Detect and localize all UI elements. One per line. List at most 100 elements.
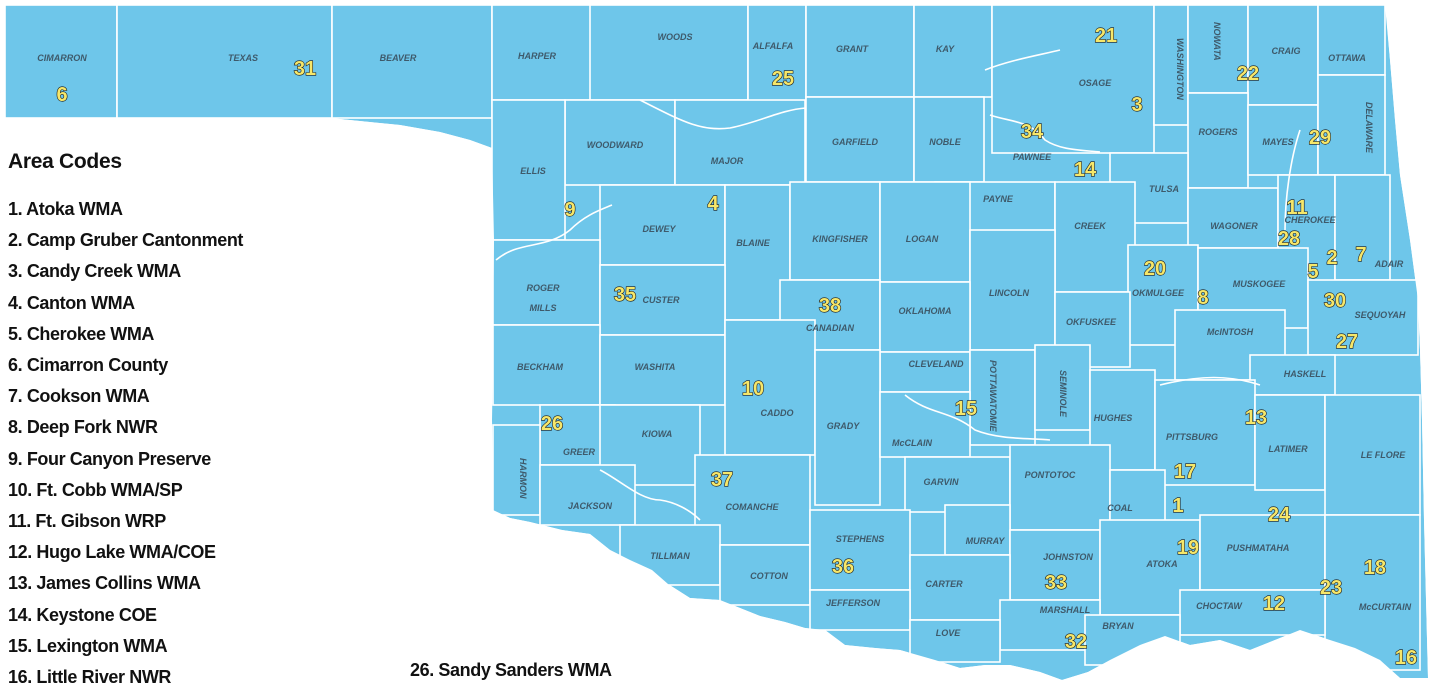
label-beaver: BEAVER [380,53,417,63]
label-jefferson: JEFFERSON [826,598,881,608]
label-muskogee: MUSKOGEE [1233,279,1287,289]
label-bryan: BRYAN [1102,621,1134,631]
area-code-16: 16 [1395,647,1417,669]
label-beckham: BECKHAM [517,362,564,372]
county-mcclain [879,391,971,458]
label-love: LOVE [936,628,962,638]
label-lincoln: LINCOLN [989,288,1029,298]
county-oklahoma [879,281,971,353]
county-roger-mills [492,239,601,326]
label-mccurtain: McCURTAIN [1359,602,1412,612]
legend-item: 16. Little River NWR [8,667,172,688]
legend-item: 11. Ft. Gibson WRP [8,511,166,532]
label-harper: HARPER [518,51,557,61]
label-pottawatomie: POTTAWATOMIE [988,360,998,432]
area-code-17: 17 [1174,461,1196,483]
area-code-7: 7 [1355,244,1366,266]
county-labels: CIMARRON TEXAS BEAVER HARPER WOODS ALFAL… [37,22,1411,638]
label-murray: MURRAY [966,536,1006,546]
area-code-5: 5 [1307,261,1318,283]
map-mask [0,118,1432,685]
county-sequoyah [1307,279,1419,356]
legend-item: 8. Deep Fork NWR [8,417,158,438]
area-code-18: 18 [1364,557,1386,579]
legend-item: 2. Camp Gruber Cantonment [8,230,244,251]
county-stephens [809,509,911,591]
label-mcintosh: McINTOSH [1207,327,1254,337]
label-washita: WASHITA [635,362,676,372]
label-ottawa: OTTAWA [1328,53,1366,63]
label-woods: WOODS [658,32,693,42]
county-nowata [1187,4,1249,94]
label-okmulgee: OKMULGEE [1132,288,1185,298]
label-texas: TEXAS [228,53,258,63]
county-harmon [492,424,541,516]
label-grant: GRANT [836,44,869,54]
county-logan [879,181,971,283]
label-cherokee: CHEROKEE [1284,215,1336,225]
legend-title: Area Codes [8,150,122,173]
legend-item-extra: 26. Sandy Sanders WMA [410,660,612,680]
label-woodward: WOODWARD [587,140,644,150]
label-delaware: DELAWARE [1364,102,1374,154]
area-codes-legend: Area Codes 1. Atoka WMA 2. Camp Gruber Ca… [8,150,243,693]
county-dewey [599,184,726,266]
label-pushmataha: PUSHMATAHA [1227,543,1290,553]
label-wagoner: WAGONER [1210,221,1258,231]
area-code-21: 21 [1095,25,1117,47]
label-coal: COAL [1107,503,1133,513]
label-logan: LOGAN [906,234,939,244]
area-code-2: 2 [1326,247,1337,269]
legend-item: 1. Atoka WMA [8,199,123,219]
label-kiowa: KIOWA [642,429,673,439]
county-kingfisher [789,181,881,281]
area-code-31: 31 [294,58,316,80]
label-cleveland: CLEVELAND [908,359,964,369]
area-code-6: 6 [56,84,67,106]
label-dewey: DEWEY [642,224,676,234]
label-kingfisher: KINGFISHER [812,234,868,244]
label-hughes: HUGHES [1094,413,1133,423]
area-code-34: 34 [1021,121,1044,143]
area-code-20: 20 [1144,258,1166,280]
label-seminole: SEMINOLE [1058,370,1068,418]
area-code-15: 15 [955,398,977,420]
area-code-markers: 6 31 25 21 3 22 29 34 14 4 9 11 28 2 7 5… [56,24,1418,669]
county-le-flore [1324,394,1421,516]
legend-item: 14. Keystone COE [8,604,157,625]
label-pontotoc: PONTOTOC [1025,470,1076,480]
legend-item: 3. Candy Creek WMA [8,261,181,282]
label-sequoyah: SEQUOYAH [1355,310,1406,320]
county-mayes [1247,104,1319,176]
legend-item: 5. Cherokee WMA [8,323,155,344]
label-ellis: ELLIS [520,166,546,176]
area-code-12: 12 [1263,593,1285,615]
county-creek [1054,181,1136,293]
county-ottawa [1317,4,1386,76]
area-code-1: 1 [1172,495,1183,517]
label-adair: ADAIR [1374,259,1404,269]
county-borders [4,4,1421,671]
label-nowata: NOWATA [1212,22,1222,61]
legend-item: 6. Cimarron County [8,355,168,376]
area-code-30: 30 [1324,290,1346,312]
legend-item: 9. Four Canyon Preserve [8,448,211,469]
label-okfuskee: OKFUSKEE [1066,317,1117,327]
label-pawnee: PAWNEE [1013,152,1052,162]
label-garfield: GARFIELD [832,137,878,147]
label-caddo: CADDO [761,408,794,418]
label-johnston: JOHNSTON [1043,552,1093,562]
area-code-23: 23 [1320,577,1342,599]
label-cimarron: CIMARRON [37,53,87,63]
area-code-36: 36 [832,556,854,578]
county-woods [589,4,749,101]
label-payne: PAYNE [983,194,1014,204]
county-cleveland [879,351,971,393]
area-code-10: 10 [742,378,764,400]
label-custer: CUSTER [642,295,680,305]
county-adair [1334,174,1391,281]
county-jefferson [809,589,911,631]
county-marshall [999,599,1101,651]
legend-list: 1. Atoka WMA 2. Camp Gruber Cantonment 3. … [8,194,243,693]
